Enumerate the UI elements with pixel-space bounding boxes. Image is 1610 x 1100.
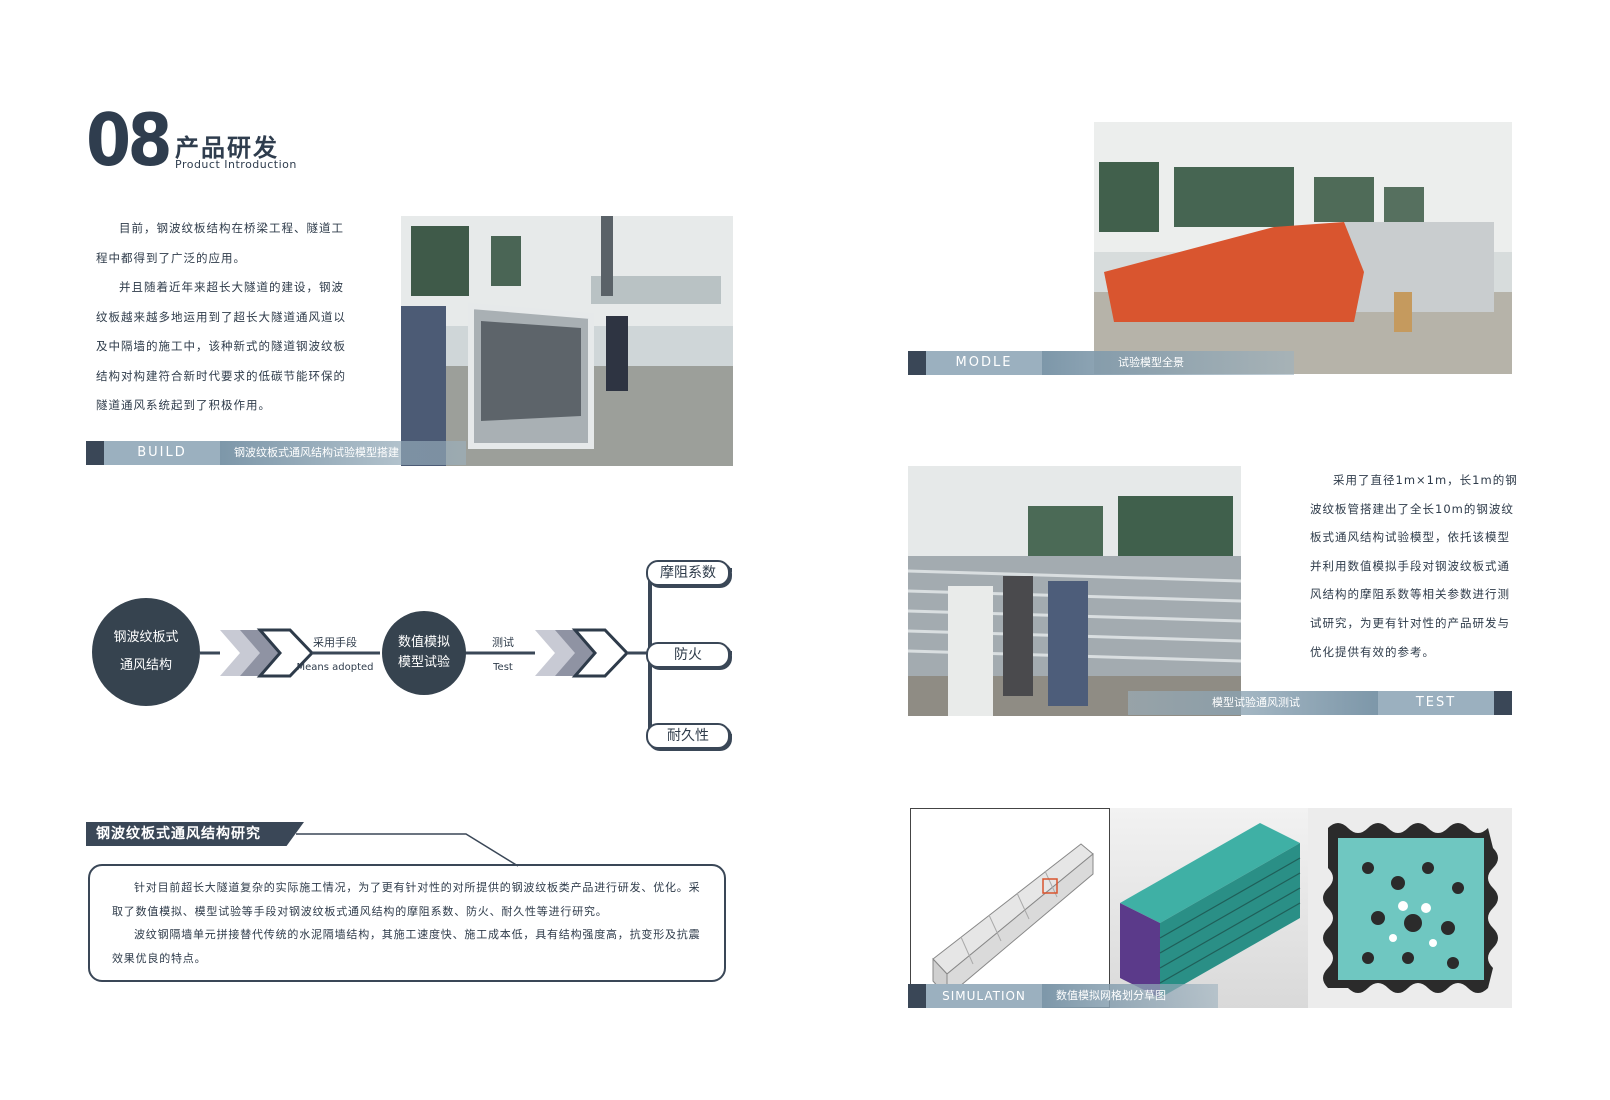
simulation-image-duct [910,808,1110,1008]
modle-photo [1094,122,1512,374]
test-tag: TEST [1378,691,1494,715]
simulation-caption: 数值模拟网格划分草图 [1042,984,1218,1008]
simulation-image-mesh [1110,808,1308,1008]
research-paragraph: 针对目前超长大隧道复杂的实际施工情况，为了更有针对性的对所提供的钢波纹板类产品进… [112,881,701,918]
flow-step2-en: Test [493,662,513,673]
page-title: 产品研发 [175,134,279,162]
simulation-tag: SIMULATION [926,984,1042,1008]
simulation-bar-marker [908,984,926,1008]
test-bar-marker [1494,691,1512,715]
flow-step1-cn: 采用手段 [313,636,357,649]
flow-output-friction: 摩阻系数 [646,560,730,586]
test-photo [908,466,1241,716]
build-bar-marker [86,441,104,465]
simulation-image-section [1308,808,1512,1008]
research-text: 针对目前超长大隧道复杂的实际施工情况，为了更有针对性的对所提供的钢波纹板类产品进… [112,876,712,970]
flow-start-line2: 通风结构 [119,658,172,673]
intro-paragraph: 并且随着近年来超长大隧道的建设，钢波纹板越来越多地运用到了超长大隧道通风道以及中… [96,280,346,412]
research-title: 钢波纹板式通风结构研究 [86,822,304,846]
flow-mid-line1: 数值模拟 [397,635,450,650]
flow-mid-line2: 模型试验 [397,655,450,670]
modle-caption: 试验模型全景 [1042,351,1294,375]
chapter-number: 08 [86,98,173,182]
flow-start-line1: 钢波纹板式 [113,630,179,645]
build-caption: 钢波纹板式通风结构试验模型搭建 [220,441,466,465]
build-photo [401,216,733,466]
modle-tag: MODLE [926,351,1042,375]
test-text: 采用了直径1m×1m，长1m的钢波纹板管搭建出了全长10m的钢波纹板式通风结构试… [1310,466,1522,666]
test-paragraph: 采用了直径1m×1m，长1m的钢波纹板管搭建出了全长10m的钢波纹板式通风结构试… [1310,473,1518,659]
page-subtitle: Product Introduction [175,158,297,171]
flow-step2-cn: 测试 [492,636,514,649]
intro-text: 目前，钢波纹板结构在桥梁工程、隧道工程中都得到了广泛的应用。 并且随着近年来超长… [96,214,346,421]
build-tag: BUILD [104,441,220,465]
flow-mid-node: 数值模拟 模型试验 [382,611,466,695]
flow-output-fire: 防火 [646,642,730,668]
research-paragraph: 波纹钢隔墙单元拼接替代传统的水泥隔墙结构，其施工速度快、施工成本低，具有结构强度… [112,928,701,965]
flow-output-durability: 耐久性 [646,723,730,749]
chevron-arrow-1-icon [220,628,315,678]
test-caption: 模型试验通风测试 [1128,691,1378,715]
research-box [88,864,726,982]
research-tab-line [296,833,519,867]
modle-bar-marker [908,351,926,375]
chevron-arrow-2-icon [535,628,630,678]
intro-paragraph: 目前，钢波纹板结构在桥梁工程、隧道工程中都得到了广泛的应用。 [96,221,344,265]
flow-start-node: 钢波纹板式 通风结构 [92,598,200,706]
flow-step1-en: Means adopted [296,662,374,673]
